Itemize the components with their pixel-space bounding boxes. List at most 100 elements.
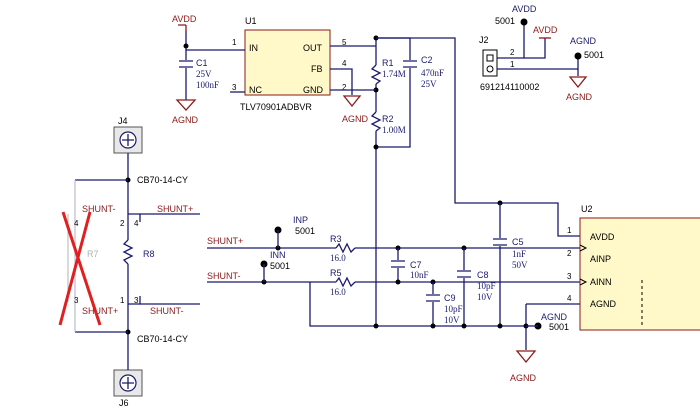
c7-ref: C7 [410,260,422,270]
r7-ref: R7 [87,249,99,259]
u2-adc[interactable]: U2 AVDD AINP AINN AGND [579,204,700,331]
u2-pin-avdd: AVDD [590,232,615,242]
u1-pin-in: IN [249,43,258,53]
c1-ref: C1 [196,58,208,68]
c8-value: 10pF [477,281,496,291]
shunt-plus-r7: SHUNT+ [82,306,118,316]
c2-cap[interactable]: C2 470nF 25V [421,55,444,89]
c1-cap[interactable]: C1 25V 100nF [196,58,219,90]
r2-value: 1.00M [382,125,406,135]
j6-part: CB70-14-CY [137,334,188,344]
u2-pin-agnd: AGND [590,299,617,309]
r5-resistor[interactable]: R5 16.0 [330,268,346,297]
c2-ref: C2 [421,55,433,65]
r8-pin1: 1 [120,296,125,305]
r2-resistor[interactable]: R2 1.00M [382,114,406,135]
j4-terminal[interactable]: J4 CB70-14-CY [113,116,188,185]
r7-pin4: 4 [74,219,79,228]
r1-resistor[interactable]: R1 1.74M [382,58,406,79]
inn-code: 5001 [270,261,290,271]
shunt-minus-input: SHUNT- [207,271,241,281]
u1-input-net: AVDD AGND [172,14,245,125]
j2-connector[interactable]: J2 691214110002 [479,35,539,92]
inp-label: INP [293,215,308,225]
c9-voltage: 10V [444,315,460,325]
r5-ref: R5 [330,268,342,278]
agnd-label-2: AGND [342,114,369,124]
u2-pin3-num: 3 [567,272,572,281]
inn-label: INN [270,250,286,260]
shunt-minus-j6: SHUNT- [150,306,184,316]
u1-pin-fb: FB [311,64,323,74]
agnd-label-4: AGND [510,373,537,383]
j6-terminal[interactable]: J6 CB70-14-CY [113,334,188,408]
c2-voltage: 25V [421,79,437,89]
u2-pin4-num: 4 [567,294,572,303]
c9-ref: C9 [444,293,456,303]
tp-avdd-code: 5001 [495,16,515,26]
shunt-wiring [67,153,200,370]
u2-pin-ainn: AINN [590,277,612,287]
tp-agnd2-label: AGND [541,312,568,322]
j2-ref: J2 [479,35,489,45]
inp-code: 5001 [295,226,315,236]
u1-pin4-num: 4 [342,59,347,68]
j2-part: 691214110002 [480,82,539,92]
r1-value: 1.74M [382,69,406,79]
tp-agnd-code: 5001 [584,50,604,60]
u1-pin2-num: 2 [342,83,347,92]
r3-ref: R3 [330,234,342,244]
c9-value: 10pF [444,304,463,314]
r3-resistor[interactable]: R3 16.0 [330,234,346,263]
j2-pin1-num: 1 [510,60,515,69]
c5-value: 1nF [512,249,526,259]
input-filter-wiring: AGND AGND 5001 [207,200,580,383]
c7-value: 10nF [410,270,429,280]
avdd-label-1: AVDD [172,14,197,24]
c5-voltage: 50V [512,260,528,270]
u1-pin-nc: NC [249,85,262,95]
j2-nets: AVDD 5001 AVDD AGND 5001 AGND [495,4,604,102]
c5-ref: C5 [512,237,524,247]
u1-ref: U1 [245,16,257,26]
r2-ref: R2 [382,114,394,124]
agnd-label-3: AGND [566,92,593,102]
agnd-label-1: AGND [172,115,199,125]
r1-ref: R1 [382,58,394,68]
tp-avdd-label: AVDD [512,4,537,14]
c1-voltage: 25V [196,69,212,79]
r5-value: 16.0 [330,287,346,297]
u1-pin3-num: 3 [232,83,237,92]
u1-part: TLV70901ADBVR [240,102,312,112]
c9-cap[interactable]: C9 10pF 10V [444,293,463,325]
c8-voltage: 10V [477,292,493,302]
tp-agnd-label: AGND [570,36,597,46]
j6-ref: J6 [119,398,129,408]
r3-value: 16.0 [330,253,346,263]
r8-pin4: 4 [134,219,139,228]
c5-cap[interactable]: C5 1nF 50V [512,237,528,270]
c8-ref: C8 [477,270,489,280]
r7-depopulated[interactable]: R7 4 3 SHUNT- SHUNT+ [58,204,118,326]
r8-ref: R8 [143,249,155,259]
shunt-plus-j4: SHUNT+ [157,204,193,214]
u2-pin2-num: 2 [567,249,572,258]
shunt-minus-r7: SHUNT- [82,204,116,214]
u1-output-net: AGND [330,35,580,326]
u2-pin1-num: 1 [567,226,572,235]
c7-cap[interactable]: C7 10nF [410,260,429,280]
u1-pin-gnd: GND [303,85,324,95]
c1-value: 100nF [196,80,219,90]
r8-pin2: 2 [120,219,125,228]
c8-cap[interactable]: C8 10pF 10V [477,270,496,302]
u1-pin5-num: 5 [342,38,347,47]
tp-agnd2-code: 5001 [549,322,569,332]
j4-ref: J4 [118,116,128,126]
u1-pin-out: OUT [303,43,323,53]
c2-value: 470nF [421,68,444,78]
u2-ref: U2 [581,204,593,214]
avdd-label-2: AVDD [533,25,558,35]
r7-pin3: 3 [74,296,79,305]
u1-ldo[interactable]: U1 IN NC OUT FB GND TLV70901ADBVR [240,16,331,112]
